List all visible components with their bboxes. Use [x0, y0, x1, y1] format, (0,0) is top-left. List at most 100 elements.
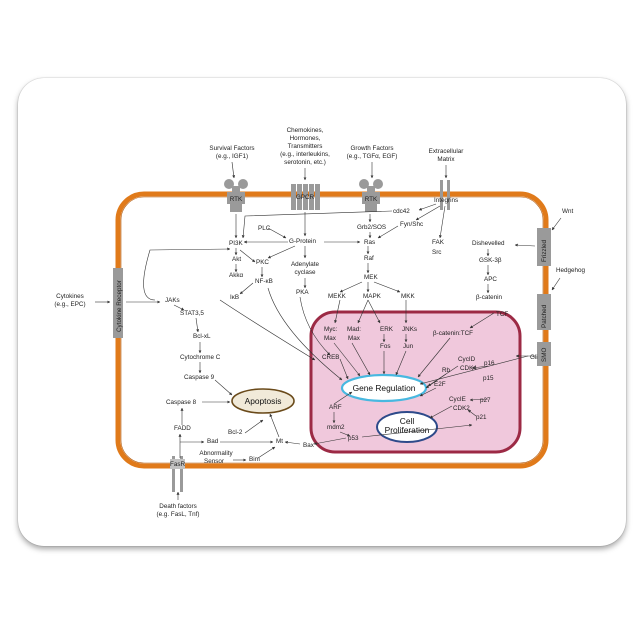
caspase8-node: Caspase 8	[166, 399, 197, 406]
pkc-node: PKC	[256, 259, 269, 266]
e2f-node: E2F	[434, 381, 446, 388]
creb-node: CREB	[322, 354, 340, 361]
fadd-node: FADD	[174, 425, 191, 432]
apoptosis-box	[231, 388, 295, 414]
rtk-left-label: RTK	[230, 196, 243, 203]
survival-factors-label: Survival Factors	[209, 145, 254, 152]
cdk4-node: CDK4	[460, 365, 477, 372]
p15-node: p15	[483, 375, 494, 382]
rtk-right-label: RTK	[365, 196, 378, 203]
integrins-node: Integrins	[434, 197, 458, 204]
mad-node: Mad:	[347, 326, 361, 333]
survival-factors-example: (e.g., IGF1)	[216, 153, 248, 160]
cycld-node: CycID	[458, 356, 476, 363]
mt-node: Mt	[276, 438, 283, 445]
ras-node: Ras	[364, 239, 375, 246]
gpcr-label: GPCR	[296, 194, 315, 201]
chemokines-label: Chemokines,	[287, 127, 324, 134]
akka-node: Akkα	[229, 272, 243, 279]
raf-node: Raf	[364, 255, 374, 262]
cell-proliferation-label-2: Proliferation	[385, 425, 430, 435]
cytokines-example: (e.g., EPC)	[54, 301, 85, 308]
mek-node: MEK	[364, 274, 378, 281]
chemokines-label-4: (e.g., interleukins,	[280, 151, 330, 158]
abnormality-sensor-node: Abnormality	[199, 450, 233, 457]
mekk-node: MEKK	[328, 293, 347, 300]
myc-node: Myc:	[324, 326, 338, 333]
caspase9-node: Caspase 9	[184, 374, 215, 381]
gsk3b-node: GSK-3β	[479, 257, 502, 264]
fyn-shc-node: Fyn/Shc	[400, 221, 423, 228]
grb2-sos-node: Grb2/SOS	[357, 224, 386, 231]
receptor-gpcr-icon	[291, 184, 320, 210]
growth-factors-label: Growth Factors	[350, 145, 393, 152]
patched-label: Patched	[541, 304, 548, 328]
pka-node: PKA	[296, 289, 309, 296]
mkk-node: MKK	[401, 293, 415, 300]
p16-node: p16	[484, 360, 495, 367]
cytochrome-c-node: Cytochrome C	[180, 354, 221, 361]
receptor-frizzled-icon	[537, 228, 551, 266]
pi3k-node: PI3K	[229, 240, 243, 247]
cdc42-node: cdc42	[393, 208, 410, 215]
chemokines-label-2: Hormones,	[290, 135, 321, 142]
bcatenin-node: β-catenin	[476, 294, 503, 301]
dishevelled-node: Dishevelled	[472, 240, 505, 247]
p53-node: p53	[348, 435, 359, 442]
p21-node: p21	[476, 414, 487, 421]
fak-node: FAK	[432, 239, 445, 246]
ikb-node: IκB	[230, 294, 239, 301]
rb-node: Rb	[442, 367, 451, 374]
bax-node: Bax	[303, 442, 315, 449]
extracellular-matrix-label-2: Matrix	[437, 156, 455, 163]
receptor-integrin-icon	[440, 180, 450, 210]
receptor-fasr-icon	[170, 456, 185, 492]
bcatenin-tcf-node: β-catenin:TCF	[433, 330, 473, 337]
receptor-cytokine-icon	[113, 268, 123, 338]
wnt-label: Wnt	[562, 208, 573, 215]
cytokine-receptor-label: Cytokine Receptor	[116, 280, 123, 332]
abnormality-sensor-node-2: Sensor	[204, 458, 224, 465]
tcf-node: TCF	[496, 311, 508, 318]
cell-proliferation-box	[376, 411, 438, 443]
apc-node: APC	[484, 276, 497, 283]
receptor-rtk-icon	[224, 179, 248, 212]
jaks-node: JAKs	[165, 297, 180, 304]
gli-node: Gli	[530, 354, 538, 361]
frizzled-label: Frizzled	[541, 239, 548, 262]
hedgehog-label: Hedgehog	[556, 267, 586, 274]
mapk-node: MAPK	[363, 293, 382, 300]
extracellular-matrix-label: Extracellular	[429, 148, 464, 155]
src-node: Src	[432, 249, 441, 256]
nfkb-node: NF-κB	[255, 278, 273, 285]
max1-node: Max	[324, 335, 337, 342]
receptor-rtk-icon	[359, 179, 383, 212]
chemokines-label-3: Transmitters	[288, 143, 323, 150]
growth-factors-example: (e.g., TGFα, EGF)	[347, 153, 398, 160]
akt-node: Akt	[232, 256, 241, 263]
adenylate-cyclase-node: Adenylate	[291, 261, 320, 268]
stat35-node: STAT3,5	[180, 310, 204, 317]
bad-node: Bad	[207, 438, 219, 445]
mdm2-node: mdm2	[327, 424, 345, 431]
cell-proliferation-label: Cell	[400, 416, 415, 426]
arf-node: ARF	[329, 404, 342, 411]
max2-node: Max	[348, 335, 361, 342]
cdk2-node: CDK2	[453, 405, 470, 412]
jnks-node: JNKs	[402, 326, 417, 333]
jun-node: Jun	[403, 343, 414, 350]
death-factors-label: Death factors	[159, 503, 196, 510]
adenylate-cyclase-node-2: cyclase	[295, 269, 316, 276]
bim-node: Bim	[249, 456, 260, 463]
plc-node: PLC	[258, 225, 271, 232]
cycle-node: CycIE	[449, 396, 466, 403]
cytokines-label: Cytokines	[56, 293, 84, 300]
receptor-patched-icon	[537, 294, 551, 330]
apoptosis-label: Apoptosis	[245, 396, 282, 406]
erk-node: ERK	[380, 326, 394, 333]
p27-node: p27	[480, 397, 491, 404]
g-protein-node: G-Protein	[289, 238, 316, 245]
bclxl-node: Bcl-xL	[193, 333, 211, 340]
receptor-smo-icon	[537, 342, 551, 366]
